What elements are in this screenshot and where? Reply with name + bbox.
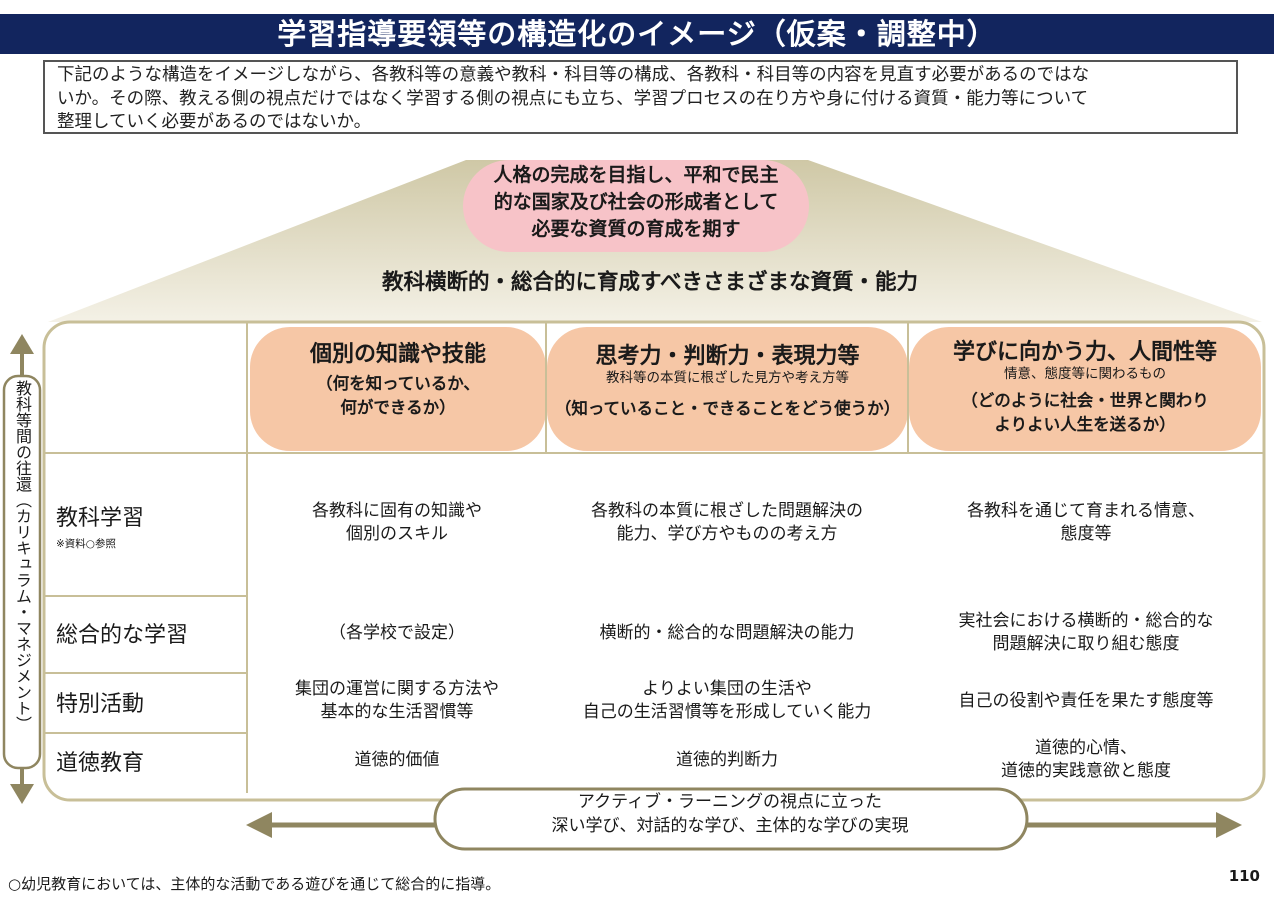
table-cell: 横断的・総合的な問題解決の能力	[546, 610, 908, 656]
table-cell: 各教科の本質に根ざした問題解決の能力、学び方やものの考え方	[546, 490, 908, 556]
cell-line: 各教科に固有の知識や	[312, 501, 482, 521]
cell-line: 実社会における横断的・総合的な	[958, 611, 1214, 631]
intro-line: いか。その際、教える側の視点だけではなく学習する側の視点にも立ち、学習プロセスの…	[57, 88, 1089, 109]
column-sub: 教科等の本質に根ざした見方や考え方等	[606, 370, 849, 386]
column-pill-attitude	[909, 327, 1261, 451]
column-header-thinking: 思考力・判断力・表現力等 教科等の本質に根ざした見方や考え方等 （知っていること…	[547, 342, 908, 421]
column-detail: （何を知っているか、	[316, 374, 480, 393]
column-main: 学びに向かう力、人間性等	[952, 339, 1217, 365]
active-learning-line: アクティブ・ラーニングの視点に立った	[577, 792, 883, 812]
cell-line: 各教科の本質に根ざした問題解決の	[591, 501, 863, 521]
intro-line: 整理していく必要があるのではないか。	[57, 112, 372, 132]
cell-line: 横断的・総合的な問題解決の能力	[599, 622, 855, 643]
column-detail: よりよい人生を送るか）	[994, 415, 1176, 434]
table-cell: 自己の役割や責任を果たす態度等	[908, 681, 1264, 721]
table-cell: 道徳的判断力	[546, 740, 908, 780]
row-label-moral-education: 道徳教育	[56, 751, 145, 776]
table-cell: 道徳的心情、道徳的実践意欲と態度	[908, 734, 1264, 786]
table-cell: 実社会における横断的・総合的な問題解決に取り組む態度	[908, 605, 1264, 661]
goal-line: 人格の完成を目指し、平和で民主	[493, 164, 779, 186]
cell-line: 基本的な生活習慣等	[320, 702, 474, 722]
row-label-special-activities: 特別活動	[56, 692, 145, 717]
cell-line: 各教科を通じて育まれる情意、	[967, 501, 1205, 521]
table-cell: よりよい集団の生活や自己の生活習慣等を形成していく能力	[546, 675, 908, 727]
column-main: 思考力・判断力・表現力等	[595, 343, 860, 369]
column-pill-thinking	[547, 327, 908, 451]
column-detail: （知っていること・できることをどう使うか）	[554, 399, 901, 418]
cell-line: （各学校で設定）	[329, 622, 465, 643]
cell-line: 問題解決に取り組む態度	[992, 634, 1180, 654]
vertical-curriculum-label: 教科等間の往還（カリキュラム・マネジメント）	[13, 380, 32, 732]
cell-line: 個別のスキル	[346, 524, 448, 544]
active-learning-text: アクティブ・ラーニングの視点に立った 深い学び、対話的な学び、主体的な学びの実現	[438, 790, 1022, 844]
table-cell: （各学校で設定）	[248, 610, 546, 656]
vertical-label-box	[2, 374, 42, 770]
column-sub: 情意、態度等に関わるもの	[1004, 366, 1166, 382]
column-header-attitude: 学びに向かう力、人間性等 情意、態度等に関わるもの （どのように社会・世界と関わ…	[909, 338, 1261, 437]
cell-line: よりよい集団の生活や	[642, 679, 812, 699]
cell-line: 能力、学び方やものの考え方	[616, 524, 838, 544]
cell-line: 自己の役割や責任を果たす態度等	[958, 690, 1214, 711]
cell-line: 態度等	[1060, 524, 1112, 544]
table-cell: 集団の運営に関する方法や基本的な生活習慣等	[248, 675, 546, 727]
table-cell: 各教科を通じて育まれる情意、態度等	[908, 490, 1264, 556]
cell-line: 道徳的価値	[354, 749, 440, 770]
column-detail: 何ができるか）	[340, 398, 456, 417]
column-header-knowledge: 個別の知識や技能 （何を知っているか、 何ができるか）	[250, 340, 546, 420]
footnote: ○幼児教育においては、主体的な活動である遊びを通じて総合的に指導。	[8, 875, 501, 893]
page-title: 学習指導要領等の構造化のイメージ（仮案・調整中）	[0, 14, 1274, 54]
row-label-note: ※資料○参照	[56, 538, 116, 550]
goal-line: 的な国家及び社会の形成者として	[493, 191, 779, 213]
column-main: 個別の知識や技能	[309, 341, 486, 367]
column-detail: （どのように社会・世界と関わり	[961, 391, 1209, 410]
table-cell: 道徳的価値	[248, 740, 546, 780]
cell-line: 集団の運営に関する方法や	[295, 679, 499, 699]
intro-text: 下記のような構造をイメージしながら、各教科等の意義や教科・科目等の構成、各教科・…	[43, 60, 1238, 134]
active-learning-line: 深い学び、対話的な学び、主体的な学びの実現	[551, 816, 909, 836]
grid-lines	[45, 323, 1263, 793]
cell-line: 自己の生活習慣等を形成していく能力	[582, 702, 872, 722]
active-learning-box	[433, 787, 1029, 851]
column-pill-knowledge	[250, 327, 546, 451]
intro-line: 下記のような構造をイメージしながら、各教科等の意義や教科・科目等の構成、各教科・…	[57, 65, 1090, 85]
cell-line: 道徳的判断力	[676, 749, 778, 770]
goal-line: 必要な資質の育成を期す	[531, 218, 741, 240]
row-label-text: 教科学習	[56, 506, 145, 531]
page-number: 110	[1228, 867, 1260, 885]
cross-curricular-label: 教科横断的・総合的に育成すべきさまざまな資質・能力	[382, 270, 918, 295]
row-label-subject-learning: 教科学習 ※資料○参照	[56, 500, 144, 551]
table-cell: 各教科に固有の知識や個別のスキル	[248, 490, 546, 556]
row-label-integrated-study: 総合的な学習	[56, 623, 189, 648]
cell-line: 道徳的心情、	[1035, 738, 1137, 758]
goal-text: 人格の完成を目指し、平和で民主 的な国家及び社会の形成者として 必要な資質の育成…	[463, 162, 809, 250]
cell-line: 道徳的実践意欲と態度	[1001, 761, 1171, 781]
goal-pill	[463, 160, 809, 252]
